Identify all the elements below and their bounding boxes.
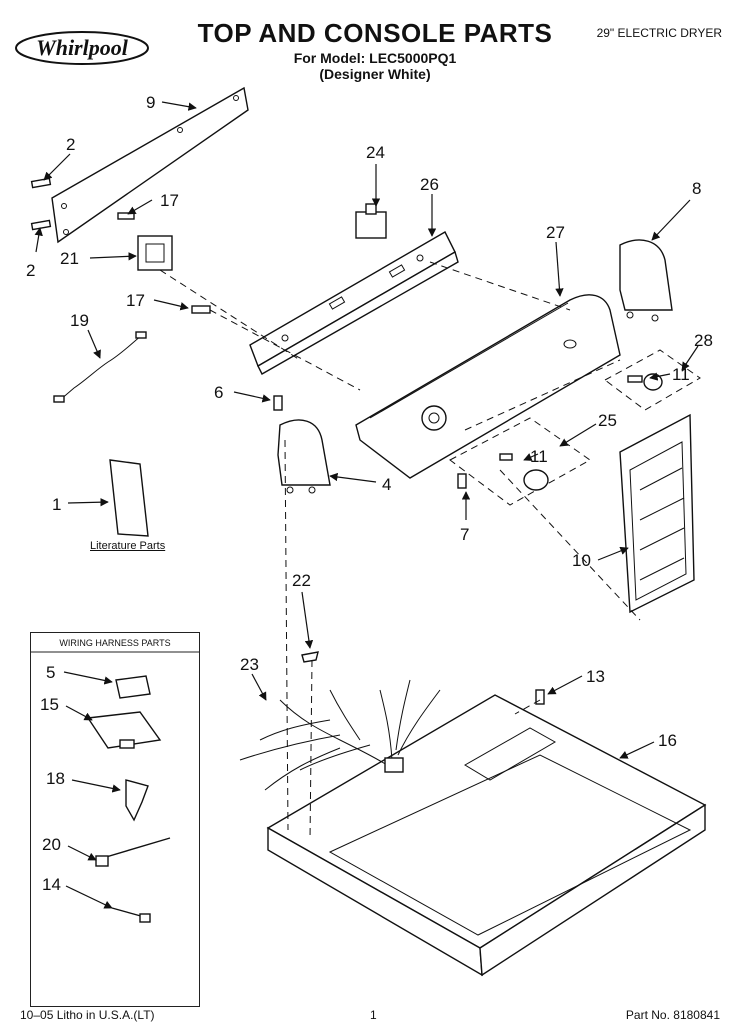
timer-part-21	[137, 235, 173, 271]
wire-harness-part-23	[239, 679, 441, 791]
part-number: Part No. 8180841	[625, 1008, 720, 1022]
callout-10: 10	[572, 551, 591, 570]
page-number: 1	[370, 1008, 377, 1022]
callout-15: 15	[40, 695, 59, 714]
page-title: TOP AND CONSOLE PARTS	[197, 18, 553, 48]
whirlpool-logo: Whirlpool	[12, 28, 152, 68]
wh-part-5	[115, 675, 151, 699]
callout-2-lower: 2	[26, 261, 35, 280]
screw-part-7	[457, 473, 467, 489]
callout-17-lower: 17	[126, 291, 145, 310]
wh-part-14	[111, 907, 151, 923]
screw-part-2-lower	[30, 219, 52, 231]
callout-17-upper: 17	[160, 191, 179, 210]
callout-21: 21	[60, 249, 79, 268]
callout-24: 24	[366, 143, 385, 162]
callout-26: 26	[420, 175, 439, 194]
knob-group-part-28	[604, 349, 701, 411]
callout-7: 7	[460, 525, 469, 544]
callout-9: 9	[146, 93, 155, 112]
litho-info: 10–05 Litho in U.S.A.(LT)	[20, 1008, 155, 1022]
callout-5: 5	[46, 663, 55, 682]
callout-28: 28	[694, 331, 713, 350]
wiring-harness-title: WIRING HARNESS PARTS	[59, 638, 171, 648]
product-type: 29" ELECTRIC DRYER	[596, 26, 722, 40]
brand-name: Whirlpool	[36, 35, 129, 60]
wh-part-20	[95, 837, 171, 867]
callout-11-center: 11	[530, 447, 548, 466]
callout-14: 14	[42, 875, 61, 894]
callout-11-right: 11	[672, 365, 690, 384]
literature-part-1	[109, 459, 149, 537]
callout-4: 4	[382, 475, 391, 494]
switch-part-24	[355, 203, 387, 239]
screw-part-2-upper	[30, 177, 52, 189]
knob-group-part-25	[449, 417, 591, 506]
rear-console-panel	[51, 86, 249, 244]
model-color: (Designer White)	[319, 66, 431, 82]
callout-2-upper: 2	[66, 135, 75, 154]
callout-13: 13	[586, 667, 605, 686]
screw-part-17-upper	[117, 212, 135, 220]
screw-part-17-lower	[191, 305, 211, 314]
control-bracket-part-26	[249, 231, 456, 368]
callout-27: 27	[546, 223, 565, 242]
callout-8: 8	[692, 179, 701, 198]
top-panel-part-16	[266, 694, 707, 977]
callout-16: 16	[658, 731, 677, 750]
end-cap-left-part-4	[277, 419, 331, 486]
callout-20: 20	[42, 835, 61, 854]
callout-19: 19	[70, 311, 89, 330]
callout-1: 1	[52, 495, 61, 514]
screw-part-6	[273, 395, 283, 411]
callout-25: 25	[598, 411, 617, 430]
callout-6: 6	[214, 383, 223, 402]
callout-18: 18	[46, 769, 65, 788]
wire-harness-part-19	[59, 334, 143, 401]
console-part-27	[355, 294, 621, 479]
end-cap-right-part-8	[619, 239, 673, 311]
clip-part-22	[301, 651, 319, 663]
callout-22: 22	[292, 571, 311, 590]
callout-23: 23	[240, 655, 259, 674]
lint-filter-part-10	[619, 413, 695, 614]
literature-parts-label: Literature Parts	[90, 540, 166, 552]
wh-part-18	[125, 779, 149, 822]
model-number: For Model: LEC5000PQ1	[293, 50, 457, 66]
screw-part-13	[535, 689, 545, 705]
wiring-harness-box	[30, 632, 200, 1007]
wh-part-15	[86, 711, 162, 749]
